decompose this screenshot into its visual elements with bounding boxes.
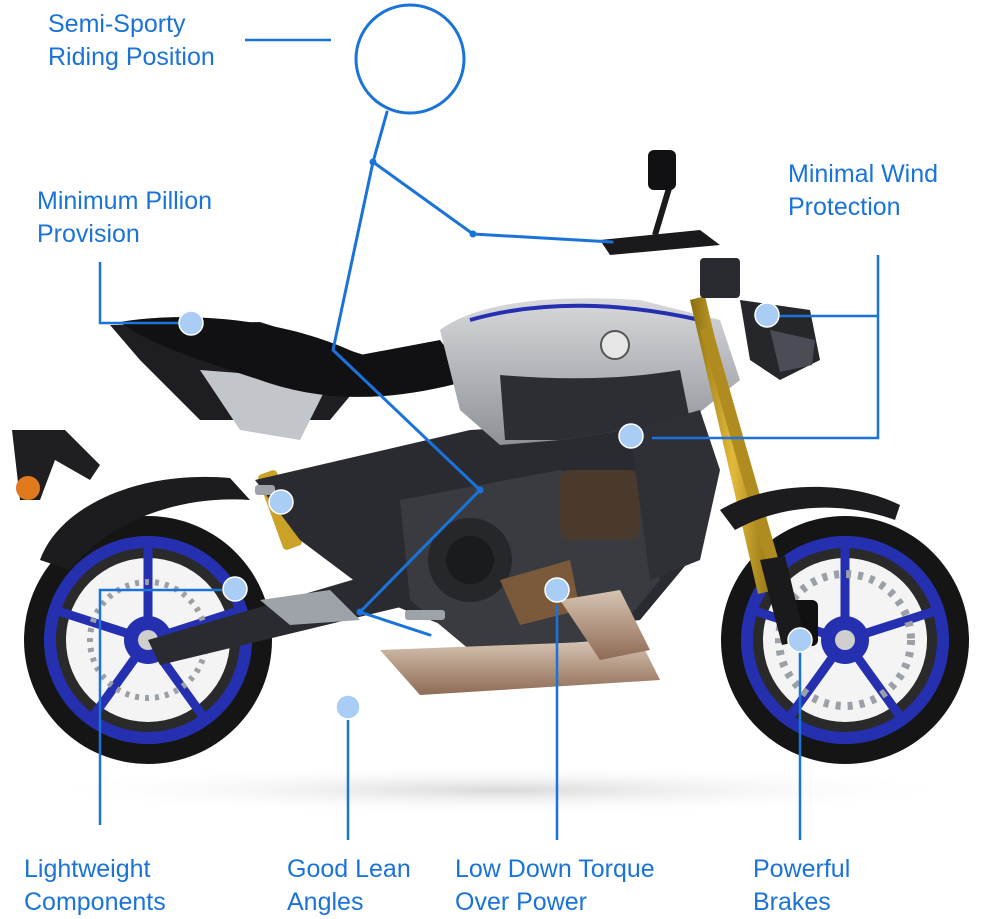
lightweight-line xyxy=(98,588,222,825)
label-riding-position-line2: Riding Position xyxy=(48,43,215,71)
lean-dot xyxy=(335,694,361,720)
brakes-dot xyxy=(787,627,813,653)
rear-wheel xyxy=(24,516,272,764)
pillion-line xyxy=(98,262,180,325)
label-lightweight-line2: Components xyxy=(24,888,166,916)
label-lightweight-line1: Lightweight xyxy=(24,855,151,883)
motorcycle-illustration xyxy=(12,150,969,764)
rider-head xyxy=(354,3,466,115)
label-torque: Low Down Torque Over Power xyxy=(455,853,655,919)
label-pillion-line2: Provision xyxy=(37,220,140,248)
label-pillion: Minimum Pillion Provision xyxy=(37,185,212,251)
label-brakes: Powerful Brakes xyxy=(753,853,850,919)
shock-dot xyxy=(268,489,294,515)
torque-dot xyxy=(544,577,570,603)
tank-dot xyxy=(618,423,644,449)
label-lean: Good Lean Angles xyxy=(287,853,411,919)
label-riding-position-line1: Semi-Sporty xyxy=(48,10,186,38)
ground-shadow xyxy=(30,765,970,815)
label-wind-line1: Minimal Wind xyxy=(788,160,939,188)
rider-torso-line xyxy=(331,110,482,637)
swingarm-dot xyxy=(222,576,248,602)
pillion-dot xyxy=(178,310,204,336)
label-riding-position: Semi-Sporty Riding Position xyxy=(48,8,215,74)
callout-lines xyxy=(98,38,880,840)
label-wind-line2: Protection xyxy=(788,193,901,221)
wind-dot xyxy=(754,302,780,328)
label-brakes-line1: Powerful xyxy=(753,855,851,883)
rider-stick-figure xyxy=(331,3,614,637)
label-brakes-line2: Brakes xyxy=(753,888,831,916)
label-wind: Minimal Wind Protection xyxy=(788,158,938,224)
label-lightweight: Lightweight Components xyxy=(24,853,166,919)
label-lean-line1: Good Lean xyxy=(287,855,411,883)
label-lean-line2: Angles xyxy=(287,888,364,916)
label-pillion-line1: Minimum Pillion xyxy=(37,187,213,215)
label-torque-line1: Low Down Torque xyxy=(455,855,655,883)
label-torque-line2: Over Power xyxy=(455,888,587,916)
rider-arm-line xyxy=(371,160,614,244)
